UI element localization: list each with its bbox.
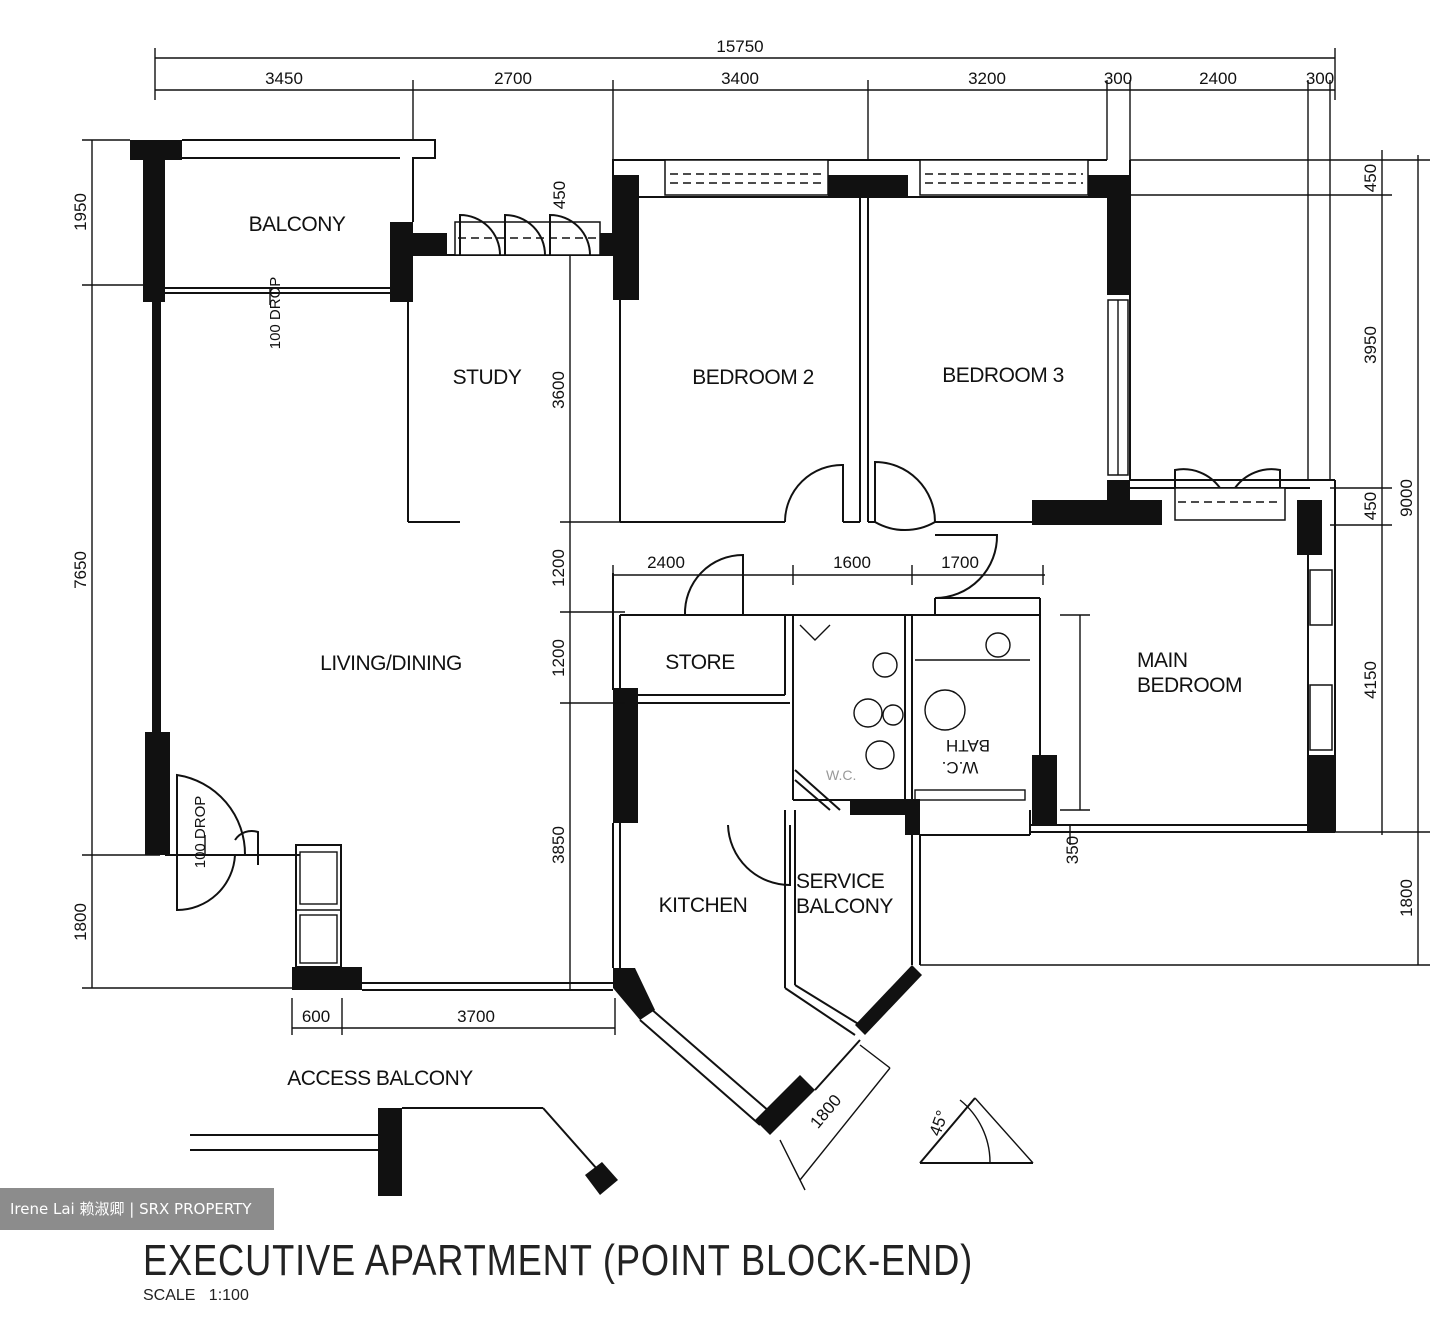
dim-right-3: 4150 — [1361, 661, 1380, 699]
dim-right-2: 450 — [1361, 492, 1380, 520]
room-main-bedroom-line2: BEDROOM — [1137, 674, 1242, 697]
room-bath-line2: W.C. — [942, 758, 979, 777]
dim-overall-width: 15750 — [716, 37, 763, 56]
dim-kitchen-height: 3850 — [549, 826, 568, 864]
dim-corridor-b: 1600 — [833, 553, 871, 572]
dim-right-0: 450 — [1361, 164, 1380, 192]
room-balcony: BALCONY — [249, 213, 346, 236]
drop-label-entrance: 100 DROP — [192, 796, 209, 869]
plan-title: EXECUTIVE APARTMENT (POINT BLOCK-END) — [143, 1236, 973, 1285]
drop-label-balcony: 100 DROP — [267, 277, 284, 350]
watermark-banner: Irene Lai 赖淑卿 | SRX PROPERTY — [0, 1188, 274, 1230]
right-dimension-lines — [920, 150, 1430, 966]
dim-right-1: 3950 — [1361, 326, 1380, 364]
access-balcony-label: ACCESS BALCONY — [287, 1067, 473, 1090]
windows — [454, 159, 1286, 521]
room-kitchen: KITCHEN — [659, 894, 748, 917]
room-service-balcony-line2: BALCONY — [796, 895, 893, 918]
plan-scale: SCALE 1:100 — [143, 1287, 249, 1304]
room-store: STORE — [665, 651, 735, 674]
dim-top-2: 3400 — [721, 69, 759, 88]
room-service-balcony-line1: SERVICE — [796, 870, 885, 893]
room-wc: W.C. — [826, 767, 856, 783]
dim-corridor-a: 2400 — [647, 553, 685, 572]
room-bedroom-3: BEDROOM 3 — [942, 364, 1064, 387]
dim-top-3: 3200 — [968, 69, 1006, 88]
dim-bottom-b: 3700 — [457, 1007, 495, 1026]
dim-study-depth: 3600 — [549, 371, 568, 409]
walls — [130, 139, 1336, 1135]
dim-balcony-window: 450 — [550, 181, 569, 209]
dim-store-height: 1200 — [549, 639, 568, 677]
dim-left-2: 1800 — [71, 903, 90, 941]
dim-main-bath: 350 — [1063, 836, 1082, 864]
dim-diagonal: 1800 — [806, 1091, 845, 1132]
angle-label: 45° — [926, 1108, 953, 1139]
dim-left-1: 7650 — [71, 551, 90, 589]
dim-top-0: 3450 — [265, 69, 303, 88]
dim-top-6: 300 — [1306, 69, 1334, 88]
bathroom-fixtures — [799, 624, 1026, 801]
dim-bottom-a: 600 — [302, 1007, 330, 1026]
access-balcony-structure — [190, 1107, 618, 1196]
room-main-bedroom-line1: MAIN — [1137, 649, 1188, 672]
room-study: STUDY — [453, 366, 522, 389]
dim-top-5: 2400 — [1199, 69, 1237, 88]
angle-indicator — [919, 1097, 1034, 1164]
room-bath-line1: BATH — [946, 736, 990, 755]
room-bedroom-2: BEDROOM 2 — [692, 366, 814, 389]
dim-corridor: 1200 — [549, 549, 568, 587]
left-dimension-lines — [82, 139, 300, 989]
dim-top-1: 2700 — [494, 69, 532, 88]
dim-corridor-c: 1700 — [941, 553, 979, 572]
room-living-dining: LIVING/DINING — [320, 652, 462, 675]
top-dimension-lines — [154, 48, 1336, 480]
doors — [176, 213, 1281, 912]
internal-dimension-lines — [291, 521, 1090, 1191]
dim-right-4: 9000 — [1397, 479, 1416, 517]
dim-left-0: 1950 — [71, 193, 90, 231]
dim-top-4: 300 — [1104, 69, 1132, 88]
dim-right-5: 1800 — [1397, 879, 1416, 917]
